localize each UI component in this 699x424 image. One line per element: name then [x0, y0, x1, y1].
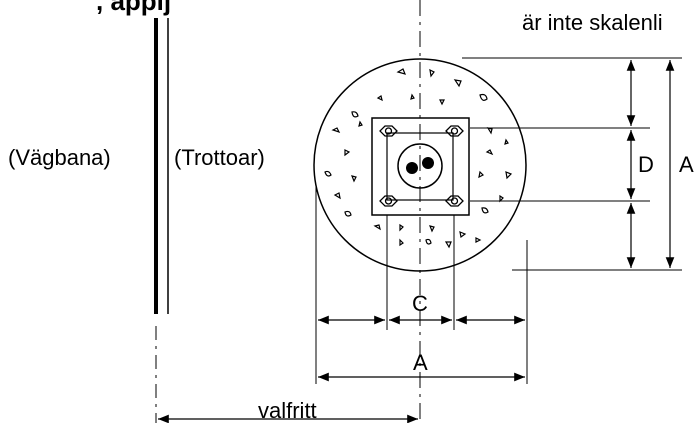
- concrete-aggregate: [324, 68, 513, 249]
- dimension-c-label: C: [412, 291, 428, 316]
- vertical-dimension-arrows: [626, 59, 675, 268]
- bolt-bottom-right: [445, 195, 464, 207]
- dimension-d-label: D: [638, 152, 654, 177]
- anchor-bolts: [379, 125, 464, 207]
- bolt-bottom-left: [379, 195, 398, 207]
- bolt-top-left: [379, 125, 398, 137]
- cable-2: [422, 157, 434, 169]
- bolt-top-right: [445, 125, 464, 137]
- cable-conduit: [397, 143, 443, 189]
- scale-note: är inte skalenli: [522, 10, 663, 35]
- dimension-a-horizontal-label: A: [413, 350, 428, 375]
- anchor-plate-inner: [386, 132, 454, 201]
- horizontal-extension-lines: [315, 185, 528, 384]
- road-label: (Vägbana): [8, 145, 111, 170]
- concrete-foundation-circle: [313, 58, 527, 272]
- anchor-plate-outer: [371, 117, 470, 216]
- vertical-extension-lines: [462, 57, 682, 271]
- cable-1: [406, 162, 418, 174]
- sidewalk-label: (Trottoar): [174, 145, 265, 170]
- horizontal-dimension-arrows: [318, 315, 525, 382]
- dimension-a-vertical-label: A: [679, 152, 694, 177]
- distance-label: valfritt: [258, 398, 317, 423]
- header-title-fragment: , applj: [96, 0, 172, 16]
